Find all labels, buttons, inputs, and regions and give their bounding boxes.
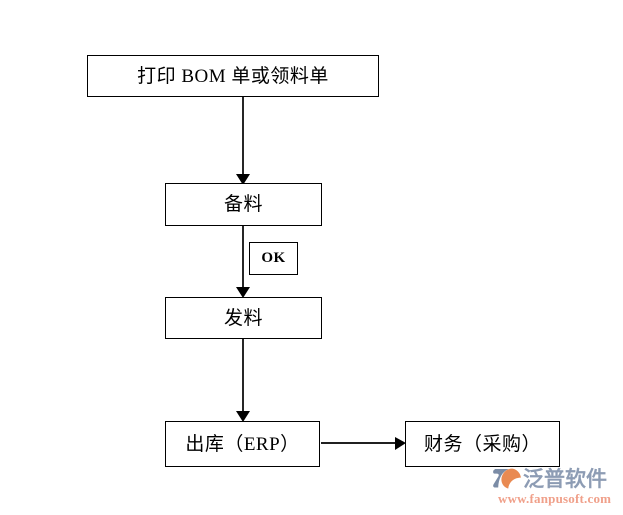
node-issue-label: 发料	[223, 307, 263, 329]
node-issue-material[interactable]: 发料	[165, 297, 322, 339]
node-finance-purchasing[interactable]: 财务（采购）	[405, 421, 560, 467]
edge-label-ok: OK	[249, 242, 298, 275]
node-print-label: 打印 BOM 单或领料单	[137, 65, 329, 87]
node-outbound-label: 出库（ERP）	[185, 433, 300, 455]
node-print-bom-or-picking-list[interactable]: 打印 BOM 单或领料单	[87, 55, 379, 97]
edge-label-ok-text: OK	[261, 250, 286, 266]
node-prepare-material[interactable]: 备料	[165, 183, 322, 226]
node-outbound-erp[interactable]: 出库（ERP）	[165, 421, 320, 467]
node-prepare-label: 备料	[223, 194, 263, 215]
node-finance-label: 财务（采购）	[423, 433, 541, 455]
